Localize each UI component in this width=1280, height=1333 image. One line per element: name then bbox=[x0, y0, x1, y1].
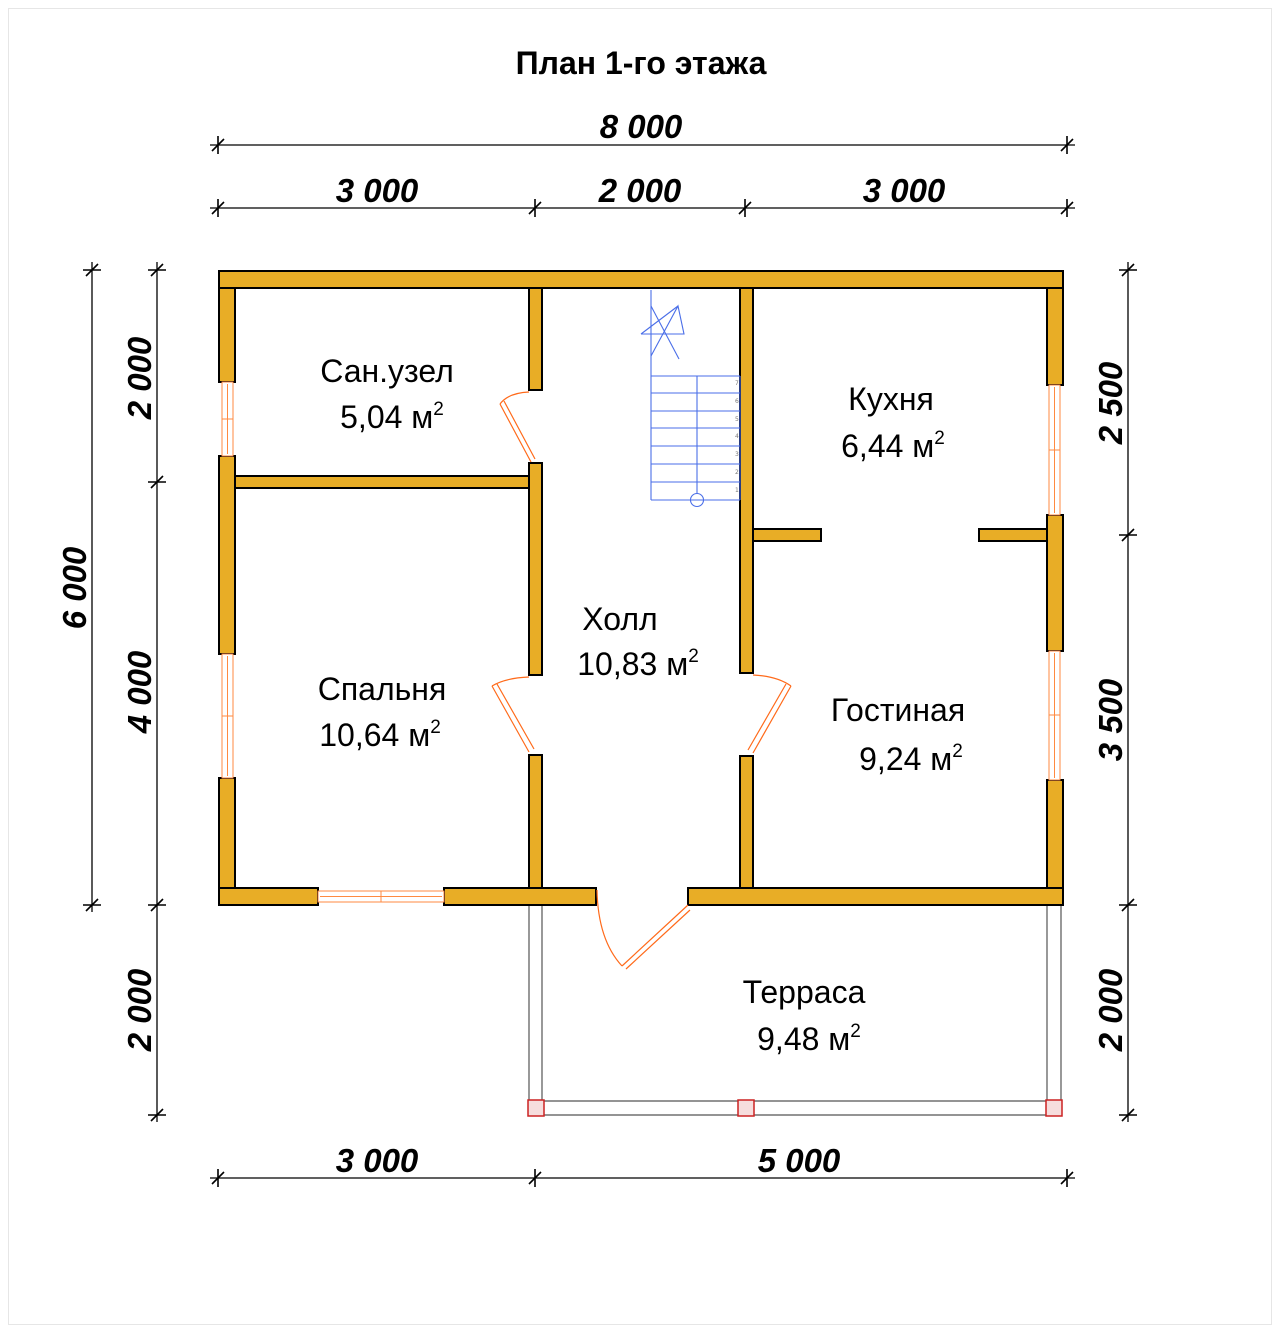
stair-number: 4 bbox=[735, 433, 739, 440]
dimension-label: 8 000 bbox=[600, 108, 683, 145]
terrace-post bbox=[737, 1099, 755, 1117]
wall-hall-right bbox=[739, 755, 754, 889]
wall-bottom bbox=[687, 887, 1064, 906]
wall-bath-bedroom bbox=[234, 475, 530, 489]
dimension-right: 2 500 3 500 2 000 bbox=[1092, 262, 1137, 1122]
room-terrace: Терраса 9,48 м2 bbox=[743, 974, 866, 1057]
dimension-label: 4 000 bbox=[121, 650, 158, 734]
plan-title: План 1-го этажа bbox=[516, 45, 767, 81]
wall-hall-left bbox=[528, 287, 543, 391]
wall-top bbox=[218, 270, 1064, 289]
room-name: Кухня bbox=[848, 381, 934, 417]
terrace-frame bbox=[527, 905, 1063, 1117]
stair-number: 2 bbox=[735, 469, 739, 476]
dimension-left-total: 6 000 bbox=[56, 262, 101, 912]
room-name: Сан.узел bbox=[320, 353, 454, 389]
stair-number: 5 bbox=[735, 416, 739, 423]
room-name: Спальня bbox=[318, 671, 447, 707]
room-area: 5,04 м2 bbox=[340, 399, 444, 435]
window bbox=[1048, 650, 1061, 781]
dimension-label: 5 000 bbox=[758, 1142, 841, 1179]
windows bbox=[221, 381, 1061, 903]
room-living-room: Гостиная 9,24 м2 bbox=[831, 692, 965, 777]
wall-hall-left bbox=[528, 754, 543, 889]
wall-kitchen-stub bbox=[752, 528, 822, 542]
door bbox=[499, 391, 536, 463]
window bbox=[221, 381, 234, 457]
dimension-label: 6 000 bbox=[56, 546, 93, 629]
terrace-post bbox=[527, 1099, 545, 1117]
stair-arrow bbox=[650, 305, 680, 360]
wall-left bbox=[218, 287, 236, 383]
stair-start-marker bbox=[689, 492, 705, 508]
dimension-label: 2 000 bbox=[1092, 968, 1129, 1052]
dimension-label: 2 000 bbox=[121, 968, 158, 1052]
room-name: Терраса bbox=[743, 974, 866, 1010]
wall-bottom bbox=[218, 887, 319, 906]
window bbox=[221, 653, 234, 779]
doors bbox=[491, 391, 792, 970]
wall-right bbox=[1046, 514, 1064, 652]
room-name: Гостиная bbox=[831, 692, 965, 728]
wall-left bbox=[218, 455, 236, 655]
dimension-top-total: 8 000 bbox=[210, 108, 1075, 154]
dimension-top-parts: 3 000 2 000 3 000 bbox=[210, 172, 1075, 217]
stair-number: 6 bbox=[735, 398, 739, 405]
dimension-label: 3 000 bbox=[336, 172, 419, 209]
staircase: 7 6 5 4 3 2 1 bbox=[640, 290, 741, 508]
stair-number: 7 bbox=[735, 380, 739, 387]
stair-number: 1 bbox=[735, 487, 739, 494]
wall-kitchen-stub bbox=[978, 528, 1048, 542]
room-area: 9,48 м2 bbox=[757, 1021, 861, 1057]
room-hall: Холл 10,83 м2 bbox=[577, 601, 699, 682]
dimension-label: 2 500 bbox=[1092, 361, 1129, 445]
dimension-left-parts: 2 000 4 000 2 000 bbox=[121, 262, 166, 1122]
wall-hall-left bbox=[528, 462, 543, 676]
dimension-label: 3 500 bbox=[1092, 678, 1129, 761]
room-area: 10,64 м2 bbox=[319, 717, 441, 753]
door bbox=[747, 674, 792, 754]
drawing-frame bbox=[8, 8, 1272, 1325]
wall-bottom bbox=[443, 887, 597, 906]
wall-hall-right bbox=[739, 287, 754, 674]
dimension-label: 3 000 bbox=[336, 1142, 419, 1179]
door bbox=[491, 676, 535, 753]
window bbox=[1048, 384, 1061, 516]
room-kitchen: Кухня 6,44 м2 bbox=[841, 381, 945, 464]
wall-left bbox=[218, 777, 236, 889]
dimension-label: 3 000 bbox=[863, 172, 946, 209]
room-name: Холл bbox=[582, 601, 657, 637]
dimension-bottom: 3 000 5 000 bbox=[210, 1142, 1075, 1187]
stair-break-line bbox=[641, 304, 685, 357]
dimension-label: 2 000 bbox=[598, 172, 682, 209]
window bbox=[317, 890, 445, 903]
room-area: 6,44 м2 bbox=[841, 428, 945, 464]
stair-number: 3 bbox=[735, 451, 739, 458]
room-area: 10,83 м2 bbox=[577, 646, 699, 682]
stair-break-line bbox=[640, 305, 679, 335]
dimension-label: 2 000 bbox=[121, 336, 158, 420]
room-area: 9,24 м2 bbox=[859, 741, 963, 777]
wall-right bbox=[1046, 287, 1064, 386]
room-bathroom: Сан.узел 5,04 м2 bbox=[320, 353, 454, 435]
terrace-post bbox=[1045, 1099, 1063, 1117]
wall-right bbox=[1046, 779, 1064, 889]
door bbox=[596, 889, 691, 970]
room-bedroom: Спальня 10,64 м2 bbox=[318, 671, 447, 753]
